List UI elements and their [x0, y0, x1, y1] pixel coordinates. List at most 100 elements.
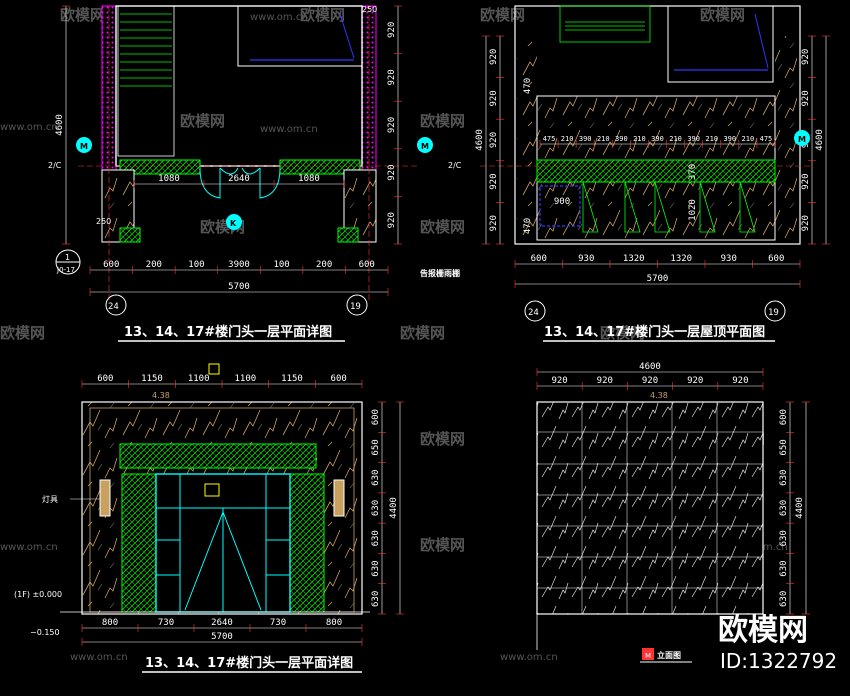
- plan2-top-dim: 210: [742, 135, 755, 143]
- watermark-url: www.om.cn: [0, 542, 58, 553]
- plan2-right-dim: 920: [801, 215, 811, 231]
- elev1-title: 13、14、17#楼门头一层平面详图: [145, 655, 353, 671]
- elev1-door-frame: [156, 474, 290, 612]
- elev1-right-dim: 630: [371, 500, 381, 516]
- watermark-brand: 欧模网: [420, 430, 465, 448]
- plan1-top-dim: 1080: [298, 174, 320, 184]
- plan1-left-height: 4600: [55, 114, 65, 136]
- plan2-right-dim: 920: [801, 49, 811, 65]
- watermark-brand: 欧模网: [0, 324, 45, 342]
- elev1-total-dim: 5700: [211, 632, 233, 642]
- elev1-right-dim: 600: [371, 409, 381, 425]
- elev1-marker: 4.38: [152, 391, 170, 400]
- plan1-right-dim: 920: [387, 69, 397, 85]
- plan1-bottom-dim: 600: [359, 260, 375, 270]
- watermark-url: www.om.cn: [260, 124, 318, 135]
- elev1-right-height: 4400: [389, 497, 399, 519]
- elev2-title-mark: M: [645, 652, 651, 660]
- plan2-bottom-dim: 1320: [670, 254, 692, 264]
- plan2-470b: 470: [523, 218, 533, 234]
- plan2-top-dim: 210: [597, 135, 610, 143]
- plan1-title: 13、14、17#楼门头一层平面详图: [124, 324, 332, 340]
- axis-19: 19: [350, 302, 361, 312]
- watermark-brand: 欧模网: [420, 112, 465, 130]
- elev1-right-dim: 630: [371, 530, 381, 546]
- elev2-top-total: 4600: [639, 362, 661, 372]
- elev2-title: 立面图: [657, 650, 681, 660]
- elev2-right-dim: 630: [779, 560, 789, 576]
- watermark-brand: 欧模网: [180, 112, 225, 130]
- plan1-bottom-dim: 100: [273, 260, 289, 270]
- plan1-bottom-dim: 3900: [228, 260, 250, 270]
- plan2-370: 370: [688, 164, 698, 180]
- watermark-brand: 欧模网: [300, 6, 345, 24]
- detail-number: 1: [65, 253, 70, 262]
- plan2-bottom-dim: 930: [578, 254, 594, 264]
- plan1-bottom-dim: 200: [316, 260, 332, 270]
- plan1-top-dim: 2640: [228, 174, 250, 184]
- plan2-left-dim: 920: [489, 173, 499, 189]
- elev2-right-dim: 630: [779, 591, 789, 607]
- elev2-top-dim: 920: [597, 376, 613, 386]
- elev1-right-dim: 630: [371, 470, 381, 486]
- axis-m-label-right: M: [421, 142, 429, 151]
- watermark-brand: 欧模网: [420, 536, 465, 554]
- watermark-brand: 欧模网: [420, 218, 465, 236]
- axis-2c-label: 2/C: [48, 161, 62, 170]
- elev1-top-dim: 1100: [234, 374, 256, 384]
- elev2-right-dim: 630: [779, 530, 789, 546]
- watermark-brand: 欧模网: [600, 324, 645, 342]
- elev2-right-dim: 630: [779, 470, 789, 486]
- elev1-top-dim: 600: [97, 374, 113, 384]
- elev1-bottom-dim: 800: [326, 618, 342, 628]
- plan2-bottom-dim: 600: [531, 254, 547, 264]
- elev2-right-dim: 630: [779, 500, 789, 516]
- plan1-bottom-dim: 200: [146, 260, 162, 270]
- plan2-top-dim: 390: [651, 135, 664, 143]
- elev2-right-dim: 650: [779, 439, 789, 455]
- plan2-axis-m: M: [798, 135, 806, 144]
- plan2-top-dim: 210: [633, 135, 646, 143]
- plan2-900: 900: [554, 197, 570, 207]
- level-neg: −0.150: [30, 628, 60, 637]
- elev2-top-dim: 920: [551, 376, 567, 386]
- plan2-axis-2c: 2/C: [448, 161, 462, 170]
- plan1-bottom-dim: 600: [103, 260, 119, 270]
- plan2-left-dim: 920: [489, 132, 499, 148]
- watermark-url: www.om.cn: [70, 652, 128, 663]
- plan2-axis-24: 24: [528, 308, 539, 318]
- elev2-top-dim: 920: [732, 376, 748, 386]
- plan1-250-bottom: 250: [96, 217, 111, 226]
- elev1-top-dim: 1150: [281, 374, 303, 384]
- elev1-top-dim: 1150: [141, 374, 163, 384]
- watermark-brand: 欧模网: [60, 6, 105, 24]
- watermark-url: www.om.cn: [500, 652, 558, 663]
- plan2-left-dim: 920: [489, 90, 499, 106]
- plan2-left-height: 4600: [475, 129, 485, 151]
- plan2-top-dim: 390: [687, 135, 700, 143]
- elev1-right-dim: 650: [371, 439, 381, 455]
- plan2-top-dim: 210: [669, 135, 682, 143]
- lamp-label: 灯具: [42, 494, 58, 504]
- watermark-url: www.om.cn: [250, 12, 308, 23]
- plan2-top-dim: 210: [705, 135, 718, 143]
- elev1-right-dim: 630: [371, 591, 381, 607]
- plan2-bottom-dim: 600: [768, 254, 784, 264]
- plan1-top-dim: 1080: [158, 174, 180, 184]
- elev1-bottom-dim: 730: [270, 618, 286, 628]
- elev1-top-dim: 600: [331, 374, 347, 384]
- plan1-bottom-dim: 100: [188, 260, 204, 270]
- watermark-url: www.om.cn: [0, 122, 58, 133]
- plan2-top-dim: 210: [561, 135, 574, 143]
- plan2-left-dim: 920: [489, 215, 499, 231]
- plan2-right-dim: 920: [801, 173, 811, 189]
- axis-k-label: K: [230, 219, 237, 228]
- plan1-250-top: 250: [362, 5, 377, 14]
- plan2-bottom-dim: 930: [721, 254, 737, 264]
- plan2-axis-19: 19: [768, 308, 779, 318]
